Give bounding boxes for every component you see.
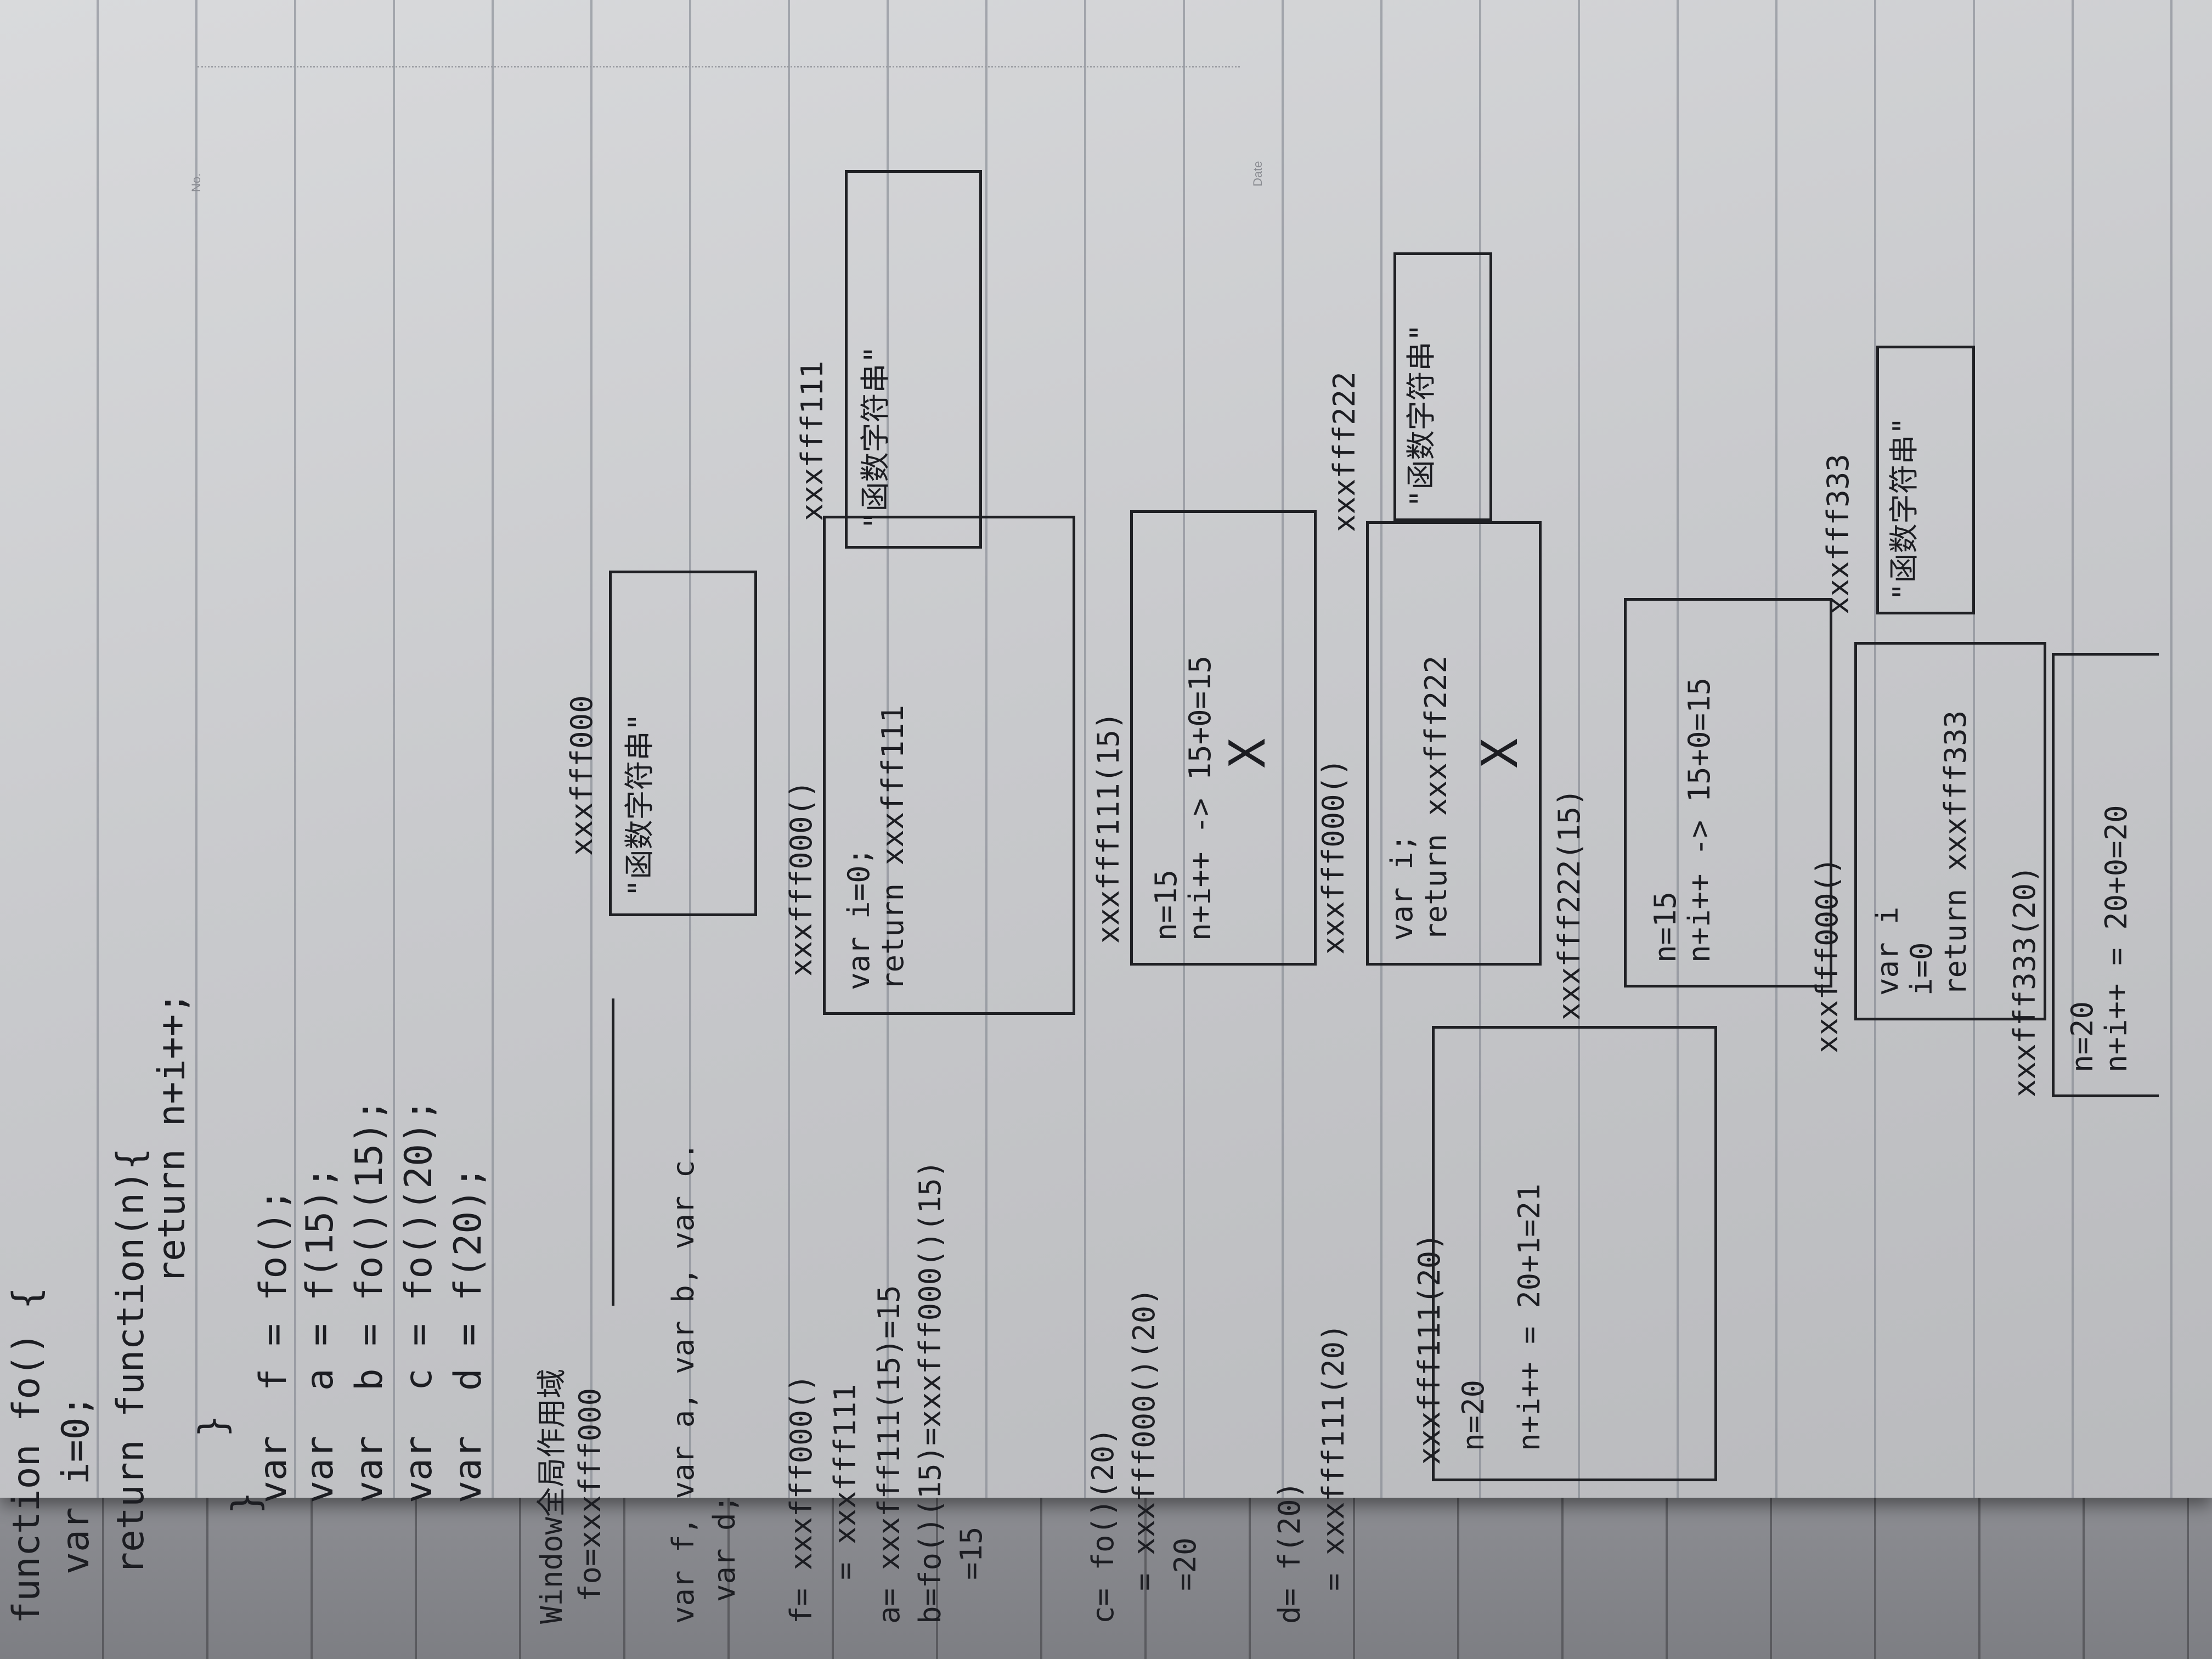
code-line-close-inner: } [191, 1415, 235, 1437]
f-call-box-l2: return xxxfff111 [876, 704, 910, 990]
call333-box-l1: var i [1870, 906, 1905, 996]
d-call-box: n=20 n+i++ = 20+1=21 [1432, 1026, 1717, 1481]
notebook-ruled-lines [0, 0, 2212, 1498]
a-eq: a= xxxfff111(15)=15 [872, 1285, 906, 1624]
handwritten-notes: function fo() { var i=0; return function… [0, 165, 2159, 1646]
code-line-var-b: var b = fo()(15); [348, 1099, 391, 1503]
window-fo-line: fo=xxxfff000 [573, 1387, 607, 1602]
c-cross-mark: X [1219, 738, 1277, 768]
c-eq2: = xxxfff000()(20) [1127, 1288, 1161, 1591]
c-eq1: c= fo()(20) [1086, 1427, 1120, 1624]
f-call-label: xxxfff000() [784, 780, 819, 977]
c-call-label: xxxfff111(15) [1091, 712, 1126, 944]
call333-box-l3: return xxxfff333 [1938, 710, 1973, 996]
window-vars-line: var f, var a, var b, var c. [666, 1142, 701, 1624]
call333-box-l2: i=0 [1904, 942, 1939, 996]
fn222-box: "函数字符串" [1393, 252, 1492, 521]
call222b-box-l1: n=15 [1648, 891, 1683, 963]
fo-arrow-line [612, 998, 614, 1306]
call222-box-l1: var i; [1385, 833, 1419, 941]
f-call-box: var i=0; return xxxfff111 [823, 516, 1075, 1015]
call222b-label: xxxfff222(15) [1552, 788, 1587, 1020]
f-eq1: f= xxxfff000() [784, 1374, 819, 1624]
code-line-function: function fo() { [5, 1286, 48, 1624]
fn000-label: xxxfff000 [565, 695, 599, 856]
code-line-var-d: var d = f(20); [447, 1166, 490, 1503]
header-rule [198, 66, 1240, 69]
d-eq2: = xxxfff111(20) [1316, 1323, 1351, 1591]
fn000-box-text: "函数字符串" [622, 713, 657, 897]
fn333-label: xxxfff333 [1821, 454, 1855, 614]
call333-label: xxxfff000() [1810, 857, 1844, 1053]
d-eq1: d= f(20) [1272, 1481, 1307, 1624]
c-eq3: =20 [1168, 1537, 1203, 1591]
window-vard-line: var d; [707, 1494, 742, 1602]
fn333-box: "函数字符串" [1876, 346, 1975, 614]
fn111-box: "函数字符串" [845, 170, 982, 549]
f-call-box-l1: var i=0; [842, 847, 876, 990]
fn333-box-text: "函数字符串" [1887, 416, 1921, 601]
call222-cross-mark: X [1471, 738, 1529, 768]
b-eq: b=fo()(15)=xxxfff000()(15) [913, 1160, 947, 1624]
f-eq2: = xxxfff111 [828, 1384, 862, 1580]
c-call-box-l2: n+i++ -> 15+0=15 [1183, 655, 1217, 941]
c-call-box-l1: n=15 [1149, 869, 1183, 941]
call333b-box-l2: n+i++ = 20+0=20 [2099, 805, 2134, 1073]
window-scope-title: Window全局作用域 [534, 1368, 569, 1624]
code-line-var-i: var i=0; [54, 1395, 98, 1575]
code-line-return: return function(n){ [109, 1148, 153, 1575]
fn000-box: "函数字符串" [609, 571, 757, 916]
call222b-box: n=15 n+i++ -> 15+0=15 [1624, 598, 1832, 988]
d-call-box-l2: n+i++ = 20+1=21 [1512, 1183, 1547, 1451]
code-line-var-f: var f = fo(); [252, 1188, 295, 1503]
call222-label: xxxfff000() [1316, 758, 1351, 955]
d-call-box-l1: n=20 [1456, 1379, 1491, 1451]
code-line-var-a: var a = f(15); [298, 1166, 342, 1503]
call333b-box: n=20 n+i++ = 20+0=20 [2052, 653, 2159, 1097]
fn222-box-text: "函数字符串" [1404, 323, 1438, 507]
call222b-box-l2: n+i++ -> 15+0=15 [1682, 677, 1717, 963]
call333b-box-l1: n=20 [2065, 1001, 2100, 1073]
b-eq-result: =15 [954, 1526, 989, 1580]
fn222-label: xxxfff222 [1327, 371, 1362, 532]
call333b-label: xxxfff333(20) [2007, 865, 2042, 1097]
fn111-label: xxxfff111 [795, 360, 830, 521]
call222-box-l2: return xxxfff222 [1419, 655, 1453, 941]
code-line-var-c: var c = fo()(20); [397, 1099, 441, 1503]
underlying-page-rules [0, 1470, 2212, 1659]
fn111-box-text: "函数字符串" [858, 345, 893, 529]
code-line-inner-return: return n+i++; [150, 991, 194, 1284]
